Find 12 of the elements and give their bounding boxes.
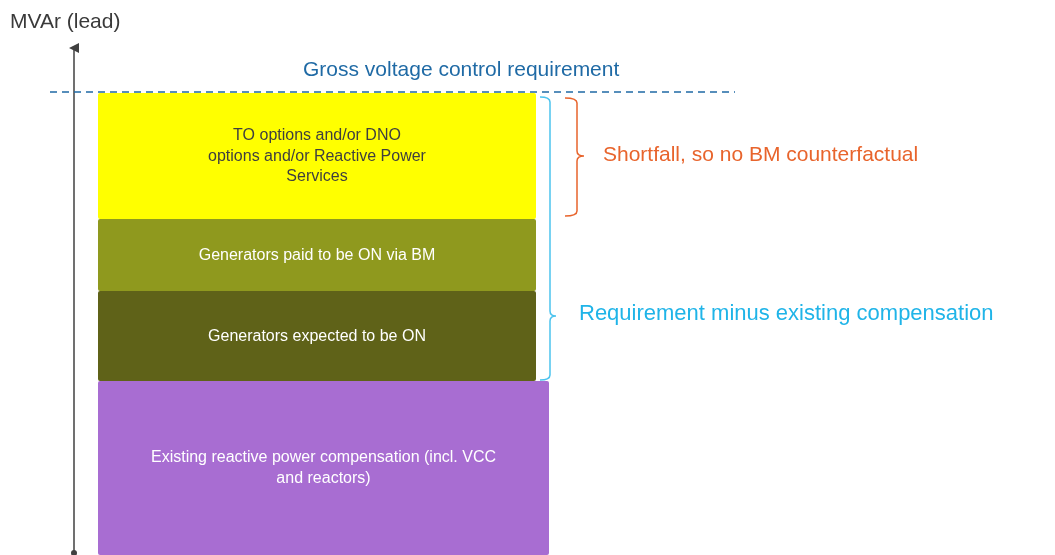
bracket-label: Shortfall, so no BM counterfactual <box>603 143 919 164</box>
axis-label: MVAr (lead) <box>10 10 121 31</box>
stacked-bar-segment <box>98 291 536 381</box>
stacked-bar-segment <box>98 93 536 219</box>
stacked-bar-segment <box>98 381 549 555</box>
segment-label: Generators paid to be ON via BM <box>198 244 436 265</box>
segment-label: Generators expected to be ON <box>208 325 426 346</box>
stacked-bar-segment <box>98 219 536 291</box>
bracket-label: Requirement minus existing compensation <box>579 302 994 324</box>
requirement-label: Gross voltage control requirement <box>303 58 620 79</box>
segment-label: TO options and/or DNO options and/or Reactive Power Services <box>207 124 427 187</box>
segment-label: Existing reactive power compensation (incl. VCC and reactors) <box>150 447 497 488</box>
